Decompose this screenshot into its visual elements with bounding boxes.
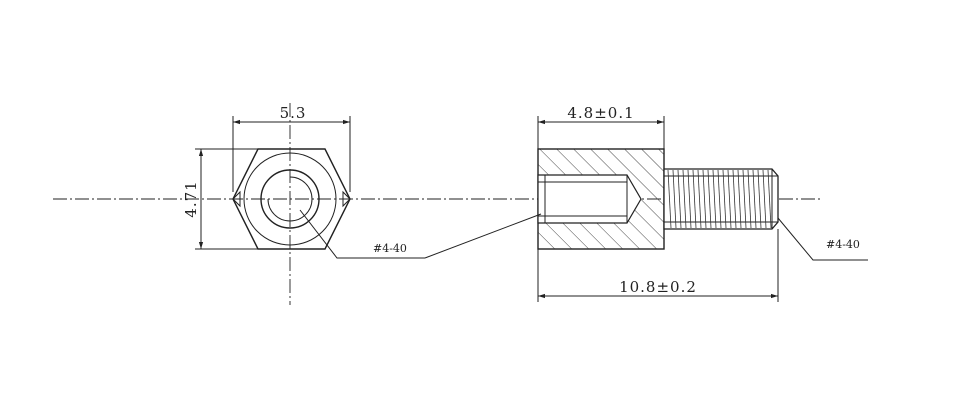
thread-line	[762, 169, 767, 229]
thread-line	[737, 169, 742, 229]
thread-line	[687, 169, 692, 229]
hex-chamfer-line-right	[342, 190, 351, 208]
thread-line	[717, 169, 722, 229]
thread-line	[692, 169, 697, 229]
thread-minor-arc	[267, 176, 313, 222]
thread-line	[732, 169, 737, 229]
thread-line	[667, 169, 672, 229]
stud-thread-lines	[667, 169, 772, 229]
hex-width-label: 5.3	[280, 104, 307, 122]
thread-line	[722, 169, 727, 229]
thread-line	[677, 169, 682, 229]
thread-line	[742, 169, 747, 229]
hex-chamfer-line	[232, 190, 241, 208]
total-length-label: 10.8±0.2	[619, 278, 697, 296]
hex-thread-callout: #4-40	[373, 242, 407, 255]
thread-line	[697, 169, 702, 229]
standoff-side-view: 4.8±0.1 10.8±0.2 #4-40	[537, 104, 868, 302]
thread-line	[747, 169, 752, 229]
stud-thread-callout: #4-40	[826, 238, 860, 251]
thread-line	[727, 169, 732, 229]
hex-thread-leader	[299, 209, 425, 259]
hole-thread-leader	[424, 213, 542, 259]
stud-thread-leader	[777, 217, 868, 261]
hex-end-view: 5.3 4.71 #4-40	[182, 103, 425, 305]
body-length-label: 4.8±0.1	[567, 104, 634, 122]
thread-line	[767, 169, 772, 229]
thread-line	[702, 169, 707, 229]
thread-line	[752, 169, 757, 229]
hex-height-label: 4.71	[182, 180, 200, 217]
thread-line	[757, 169, 762, 229]
thread-line	[707, 169, 712, 229]
thread-line	[672, 169, 677, 229]
thread-line	[682, 169, 687, 229]
thread-line	[712, 169, 717, 229]
